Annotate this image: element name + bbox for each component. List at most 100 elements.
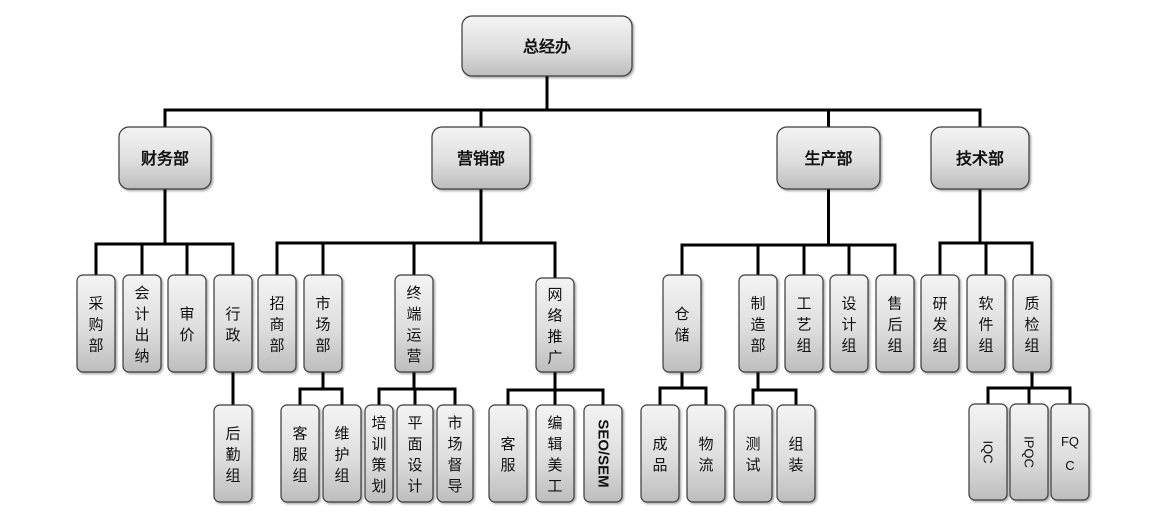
org-node-online-promotion[interactable]: 网络推广 <box>535 277 575 373</box>
org-node-iqc[interactable]: IQC <box>968 403 1008 501</box>
node-box <box>1050 403 1090 501</box>
node-box <box>322 404 362 503</box>
node-box <box>213 274 253 373</box>
node-label: 工艺组 <box>796 295 811 355</box>
node-label: 设计组 <box>841 295 856 355</box>
org-node-logistics[interactable]: 物流 <box>686 404 726 503</box>
node-label: 仓储 <box>674 305 689 344</box>
node-box <box>364 404 394 503</box>
node-label: 编辑美工 <box>547 414 562 495</box>
org-node-rd-group[interactable]: 研发组 <box>920 274 960 373</box>
node-box <box>829 274 869 373</box>
org-node-graphic-design[interactable]: 平面设计 <box>396 404 434 503</box>
org-node-terminal-operations[interactable]: 终端运营 <box>394 274 434 373</box>
node-box <box>213 404 253 503</box>
org-node-process-group[interactable]: 工艺组 <box>784 274 824 373</box>
node-label: 招商部 <box>269 295 284 355</box>
node-box <box>122 274 162 373</box>
node-label: 质检组 <box>1024 295 1039 355</box>
node-label: 生产部 <box>804 149 852 168</box>
node-box <box>431 126 531 190</box>
org-node-customer-service[interactable]: 客服 <box>488 404 528 503</box>
node-label: 客服 <box>500 435 515 474</box>
node-box <box>436 404 474 503</box>
org-node-after-sales-group[interactable]: 售后组 <box>875 274 915 373</box>
org-node-marketing-dept[interactable]: 营销部 <box>431 126 531 190</box>
org-node-editing-art[interactable]: 编辑美工 <box>535 404 575 503</box>
node-box <box>662 274 702 373</box>
node-box <box>583 404 623 503</box>
org-node-finance-dept[interactable]: 财务部 <box>118 126 212 190</box>
org-node-assembly[interactable]: 组装 <box>776 404 816 503</box>
org-node-administration[interactable]: 行政 <box>213 274 253 373</box>
org-node-manufacturing-dept[interactable]: 制造部 <box>738 274 778 373</box>
node-label: 测试 <box>745 435 760 474</box>
node-box <box>966 274 1006 373</box>
node-label: 行政 <box>225 305 240 344</box>
node-label: 审价 <box>179 305 194 344</box>
node-label: 成品 <box>652 435 667 474</box>
node-box <box>488 404 528 503</box>
node-box <box>394 274 434 373</box>
node-label: 技术部 <box>956 149 1004 168</box>
node-box <box>76 274 116 373</box>
node-box <box>776 126 881 190</box>
org-node-finished-goods[interactable]: 成品 <box>640 404 680 503</box>
node-box <box>1009 403 1049 501</box>
node-label: 后勤组 <box>225 425 240 485</box>
node-label: 财务部 <box>140 149 189 168</box>
org-node-investment-promotion[interactable]: 招商部 <box>257 274 297 373</box>
org-node-software-group[interactable]: 软件组 <box>966 274 1006 373</box>
node-label: 平面设计 <box>407 414 422 495</box>
org-node-technology-dept[interactable]: 技术部 <box>930 126 1030 190</box>
node-label: SEO/SEM <box>595 419 612 487</box>
org-node-maintenance-group[interactable]: 维护组 <box>322 404 362 503</box>
org-node-logistics-group[interactable]: 后勤组 <box>213 404 253 503</box>
node-box <box>930 126 1030 190</box>
org-node-price-audit[interactable]: 审价 <box>167 274 207 373</box>
org-node-market-dept[interactable]: 市场部 <box>303 274 343 373</box>
org-node-market-supervision[interactable]: 市场督导 <box>436 404 474 503</box>
org-node-customer-service-group[interactable]: 客服组 <box>280 404 320 503</box>
node-box <box>535 277 575 373</box>
node-box <box>784 274 824 373</box>
org-node-purchasing[interactable]: 采购部 <box>76 274 116 373</box>
org-node-training-planning[interactable]: 培训策划 <box>364 404 394 503</box>
node-box <box>167 274 207 373</box>
node-box <box>968 403 1008 501</box>
node-label: 售后组 <box>887 295 902 355</box>
org-node-qc-group[interactable]: 质检组 <box>1012 274 1052 373</box>
org-node-production-dept[interactable]: 生产部 <box>776 126 881 190</box>
node-label: 制造部 <box>750 295 765 355</box>
node-label: IPQC <box>1022 436 1037 468</box>
org-node-ipqc[interactable]: IPQC <box>1009 403 1049 501</box>
node-label: 终端运营 <box>406 284 421 365</box>
node-box <box>738 274 778 373</box>
node-label: 物流 <box>698 435 713 474</box>
org-node-design-group[interactable]: 设计组 <box>829 274 869 373</box>
org-node-general-office[interactable]: 总经办 <box>461 15 633 77</box>
node-label: 组装 <box>788 435 803 474</box>
node-label: 市场部 <box>315 295 330 355</box>
node-box <box>640 404 680 503</box>
node-label: 采购部 <box>88 295 103 355</box>
node-box <box>396 404 434 503</box>
org-node-testing[interactable]: 测试 <box>733 404 773 503</box>
node-label: 营销部 <box>457 149 505 168</box>
org-node-seo-sem[interactable]: SEO/SEM <box>583 404 623 503</box>
node-label: 总经办 <box>523 37 571 56</box>
org-node-warehouse[interactable]: 仓储 <box>662 274 702 373</box>
node-box <box>686 404 726 503</box>
node-label: 培训策划 <box>371 414 386 495</box>
org-node-accounting-cashier[interactable]: 会计出纳 <box>122 274 162 373</box>
node-box <box>920 274 960 373</box>
node-box <box>303 274 343 373</box>
node-label: IQC <box>981 440 996 463</box>
node-label: 市场督导 <box>447 414 462 495</box>
node-box <box>776 404 816 503</box>
node-box <box>535 404 575 503</box>
